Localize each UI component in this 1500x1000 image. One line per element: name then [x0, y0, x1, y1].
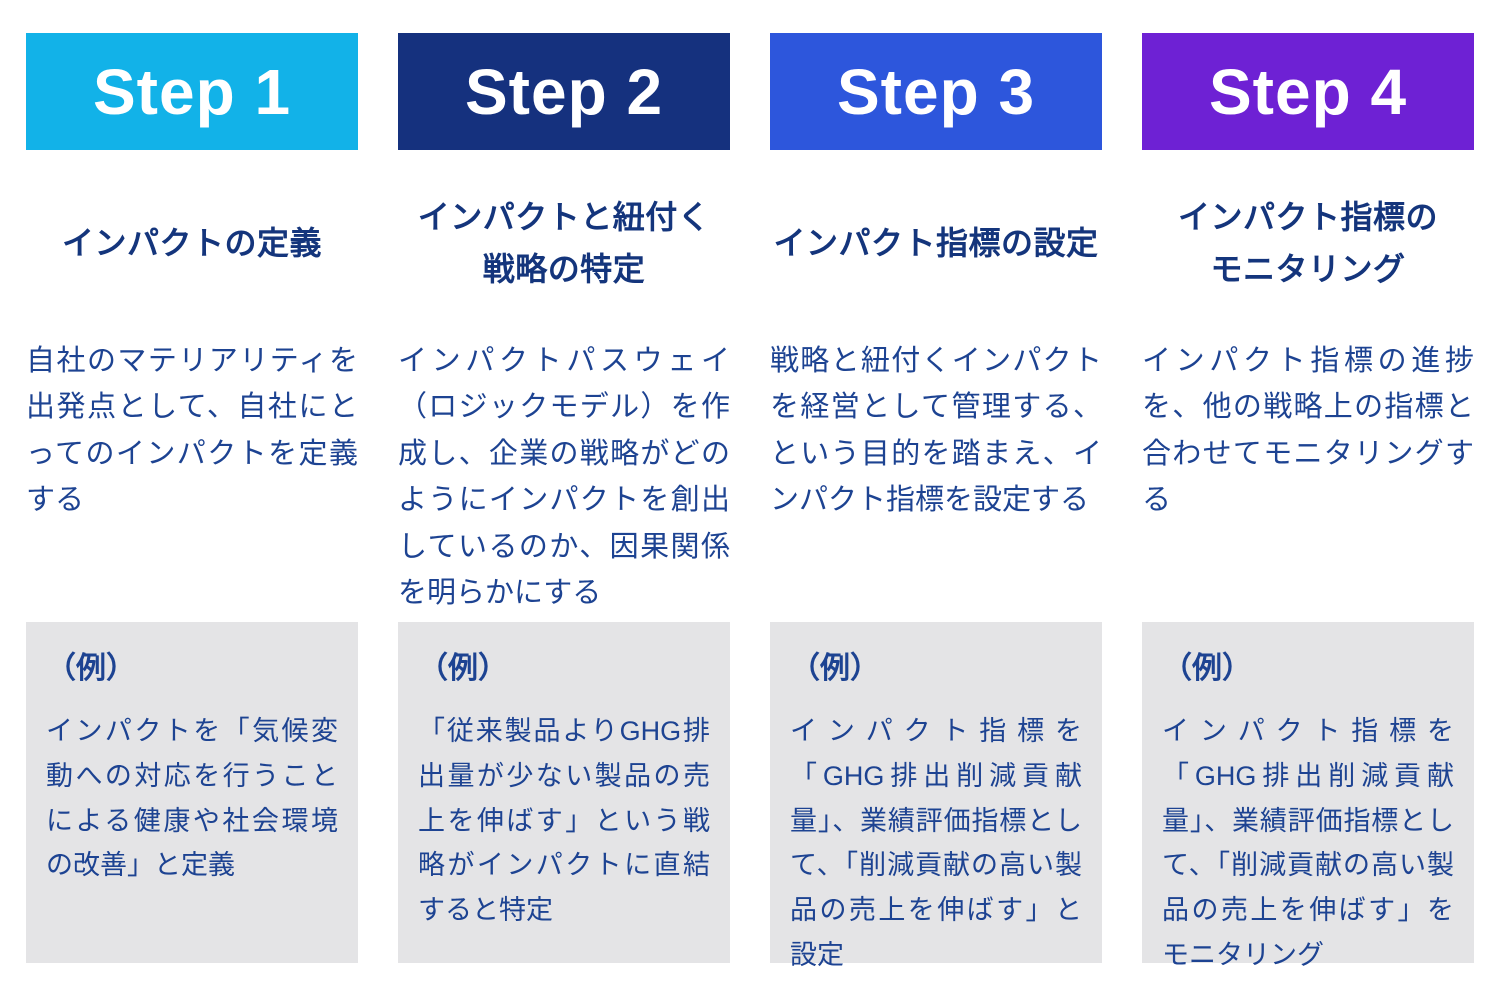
step-banner: Step 1	[26, 33, 358, 150]
step-label: Step 3	[836, 55, 1036, 128]
step-column-1: Step 1 インパクトの定義 自社のマテリアリティを出発点として、自社にとって…	[26, 33, 358, 1000]
step-title: インパクト指標の設定	[773, 225, 1099, 262]
step-title: インパクトと紐付く 戦略の特定	[417, 199, 711, 287]
step-description: 戦略と紐付くインパクトを経営として管理する、という目的を踏まえ、インパクト指標を…	[770, 345, 1102, 517]
step-column-4: Step 4 インパクト指標の モニタリング インパクト指標の進捗を、他の戦略上…	[1142, 33, 1474, 1000]
step-title-zone: インパクト指標の設定	[770, 150, 1102, 338]
step-description-zone: 戦略と紐付くインパクトを経営として管理する、という目的を踏まえ、インパクト指標を…	[770, 338, 1102, 622]
step-title-zone: インパクトの定義	[26, 150, 358, 338]
example-box: （例） 「従来製品よりGHG排出量が少ない製品の売上を伸ばす」という戦略がインパ…	[398, 622, 730, 963]
step-banner: Step 3	[770, 33, 1102, 150]
step-description: インパクトパスウェイ（ロジックモデル）を作成し、企業の戦略がどのようにインパクト…	[398, 345, 730, 609]
step-title-zone: インパクトと紐付く 戦略の特定	[398, 150, 730, 338]
step-banner: Step 4	[1142, 33, 1474, 150]
step-column-2: Step 2 インパクトと紐付く 戦略の特定 インパクトパスウェイ（ロジックモデ…	[398, 33, 730, 1000]
step-title: インパクト指標の モニタリング	[1177, 199, 1438, 287]
example-text: 「従来製品よりGHG排出量が少ない製品の売上を伸ばす」という戦略がインパクトに直…	[418, 716, 710, 926]
example-box: （例） インパクト指標を「GHG排出削減貢献量」、業績評価指標として、「削減貢献…	[1142, 622, 1474, 970]
example-label: （例）	[46, 652, 136, 685]
example-text: インパクトを「気候変動への対応を行うことによる健康や社会環境の改善」と定義	[46, 716, 338, 881]
step-column-3: Step 3 インパクト指標の設定 戦略と紐付くインパクトを経営として管理する、…	[770, 33, 1102, 1000]
example-text: インパクト指標を「GHG排出削減貢献量」、業績評価指標として、「削減貢献の高い製…	[790, 716, 1082, 971]
step-label: Step 2	[464, 55, 664, 128]
example-box: （例） インパクト指標を「GHG排出削減貢献量」、業績評価指標として、「削減貢献…	[770, 622, 1102, 970]
step-description: インパクト指標の進捗を、他の戦略上の指標と合わせてモニタリングする	[1142, 345, 1474, 517]
example-label: （例）	[790, 652, 880, 685]
step-description-zone: インパクト指標の進捗を、他の戦略上の指標と合わせてモニタリングする	[1142, 338, 1474, 622]
example-text: インパクト指標を「GHG排出削減貢献量」、業績評価指標として、「削減貢献の高い製…	[1162, 716, 1454, 971]
step-description: 自社のマテリアリティを出発点として、自社にとってのインパクトを定義する	[26, 345, 358, 517]
step-banner: Step 2	[398, 33, 730, 150]
step-label: Step 4	[1208, 55, 1408, 128]
example-box: （例） インパクトを「気候変動への対応を行うことによる健康や社会環境の改善」と定…	[26, 622, 358, 963]
step-description-zone: 自社のマテリアリティを出発点として、自社にとってのインパクトを定義する	[26, 338, 358, 622]
example-label: （例）	[1162, 652, 1252, 685]
step-title: インパクトの定義	[61, 225, 322, 262]
example-label: （例）	[418, 652, 508, 685]
step-title-zone: インパクト指標の モニタリング	[1142, 150, 1474, 338]
step-label: Step 1	[92, 55, 292, 128]
step-description-zone: インパクトパスウェイ（ロジックモデル）を作成し、企業の戦略がどのようにインパクト…	[398, 338, 730, 622]
